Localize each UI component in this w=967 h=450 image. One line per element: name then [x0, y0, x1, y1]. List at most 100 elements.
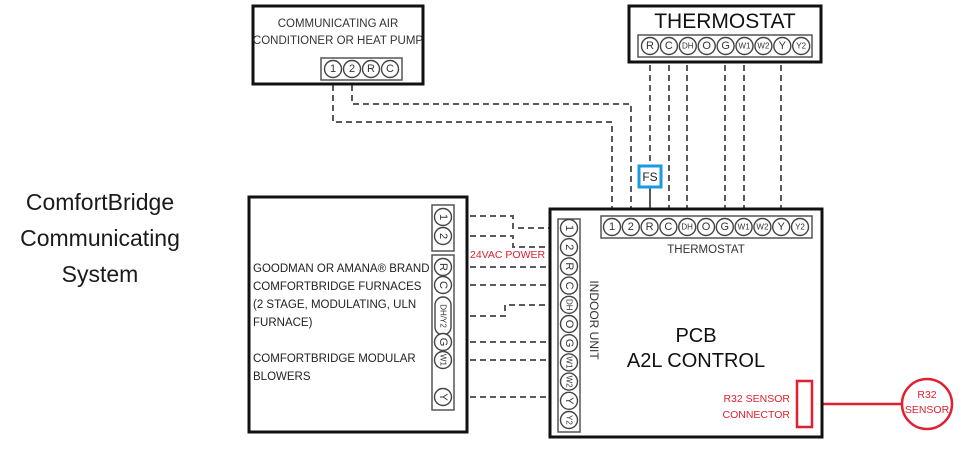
terminal-ring: [559, 372, 579, 391]
terminal-label: G: [563, 339, 575, 348]
outdoor-unit-title-2: CONDITIONER OR HEAT PUMP: [253, 35, 423, 47]
pcb-thermostat-terminal-dh: DH: [678, 217, 697, 237]
terminal-ring: [678, 36, 697, 56]
terminal-label: W1: [439, 354, 448, 367]
terminal-label: R: [646, 40, 654, 52]
terminal-label: DH: [681, 223, 693, 232]
pcb-indoor-terminal-2: 2: [559, 237, 579, 257]
r32-sensor-connector: [795, 379, 814, 429]
pcb-thermostat-terminal-o: O: [696, 217, 716, 237]
terminal-ring: [380, 59, 400, 79]
terminal-ring: [433, 207, 453, 227]
pcb-thermostat-terminal-y2: Y2: [790, 217, 810, 237]
r32-sensor-label-1: R32: [917, 389, 936, 401]
terminal-label: Y2: [565, 415, 574, 425]
pcb-indoor-terminal-w1: W1: [559, 353, 579, 372]
terminal-label: C: [664, 221, 672, 233]
terminal-label: Y2: [795, 223, 805, 232]
furnace-description-line: (2 STAGE, MODULATING, ULN: [253, 299, 416, 311]
terminal-ring: [559, 276, 579, 295]
pcb-indoor-terminal-o: O: [559, 314, 579, 334]
wire-outdoor-2: [351, 85, 632, 210]
terminal-label: R: [367, 63, 375, 75]
pcb-thermostat-terminal-1: 1: [602, 217, 622, 237]
terminal-label: Y: [778, 221, 786, 233]
furnace-terminal-2: 2: [433, 226, 453, 246]
furnace-terminal-1: 1: [433, 207, 453, 227]
terminal-ring: [697, 36, 716, 56]
furnace-description-line: FURNACE): [253, 317, 313, 329]
terminal-label: O: [702, 40, 711, 52]
pcb-thermostat-terminal-w2: W2: [753, 217, 772, 237]
pcb-indoor-terminal-1: 1: [559, 218, 579, 238]
furnace-description-line: GOODMAN OR AMANA® BRAND: [253, 263, 430, 275]
terminal-ring: [659, 217, 678, 237]
pcb-indoor-terminal-dh: DH: [559, 295, 579, 314]
system-title: ComfortBridge Communicating System: [20, 189, 180, 287]
terminal-ring: [640, 36, 660, 56]
terminal-ring: [433, 350, 453, 370]
pcb-indoor-terminal-y2: Y2: [559, 410, 579, 430]
thermostat-terminal-y2: Y2: [792, 36, 811, 56]
terminal-ring: [433, 257, 453, 277]
outdoor-terminal-1: 1: [323, 59, 343, 79]
furnace-description-line: BLOWERS: [253, 371, 311, 383]
terminal-label: O: [563, 320, 575, 329]
terminal-label: DH/Y2: [439, 304, 448, 328]
terminal-label: C: [665, 40, 673, 52]
terminal-label: 2: [349, 63, 355, 75]
terminal-ring: [559, 237, 579, 257]
furnace-terminal-y: Y: [433, 387, 453, 407]
terminal-ring: [678, 217, 697, 237]
terminal-label: G: [437, 338, 449, 347]
wire-indoor-1: [470, 215, 550, 229]
terminal-label: 2: [563, 244, 575, 250]
thermostat-terminal-o: O: [697, 36, 716, 56]
fs-box: [637, 164, 663, 189]
thermostat-title: THERMOSTAT: [654, 10, 796, 33]
terminal-ring: [773, 36, 792, 56]
terminal-ring: [433, 387, 453, 407]
terminal-label: Y: [437, 393, 449, 401]
thermostat-terminal-dh: DH: [678, 36, 697, 56]
terminal-label: W1: [739, 42, 752, 51]
outdoor-terminal-2: 2: [342, 59, 362, 79]
terminal-ring: [753, 217, 772, 237]
pcb-indoor-terminal-y: Y: [559, 391, 579, 410]
terminal-label: 1: [330, 63, 336, 75]
terminal-ring: [602, 217, 622, 237]
terminal-ring: [361, 59, 381, 79]
outdoor-terminal-c: C: [380, 59, 400, 79]
terminal-ring: [790, 217, 810, 237]
terminal-ring: [433, 275, 453, 295]
terminal-ring: [696, 217, 716, 237]
pcb-indoor-terminal-w2: W2: [559, 372, 579, 391]
terminal-ring: [559, 314, 579, 334]
terminal-label: W2: [757, 42, 770, 51]
pcb-indoor-terminal-g: G: [559, 334, 579, 353]
outdoor-unit: COMMUNICATING AIR CONDITIONER OR HEAT PU…: [251, 4, 425, 86]
pcb-title: PCB: [675, 325, 716, 347]
fs-label: FS: [642, 170, 657, 184]
terminal-label: W1: [738, 223, 751, 232]
furnace-terminal-r: R: [433, 257, 453, 277]
system-title-line-2: Communicating: [20, 225, 180, 251]
thermostat-terminal-r: R: [640, 36, 660, 56]
terminal-ring: [559, 257, 579, 276]
pcb-box: [548, 207, 824, 439]
furnace-description-line: COMFORTBRIDGE FURNACES: [253, 281, 422, 293]
pcb-thermostat-terminal-2: 2: [621, 217, 640, 237]
terminal-ring: [754, 36, 773, 56]
pcb-thermostat-terminal-y: Y: [772, 217, 791, 237]
terminal-label: DH: [682, 42, 694, 51]
terminal-label: Y: [779, 40, 787, 52]
pcb-thermostat-terminal-r: R: [640, 217, 659, 237]
wire-outdoor-1: [332, 85, 613, 210]
indoor-furnace-description: GOODMAN OR AMANA® BRAND COMFORTBRIDGE FUR…: [253, 263, 430, 383]
terminal-ring: [716, 36, 735, 56]
r32-sensor: R32 SENSOR: [900, 377, 954, 431]
furnace-terminal-g: G: [433, 332, 453, 352]
pcb-thermostat-label: THERMOSTAT: [667, 244, 745, 256]
